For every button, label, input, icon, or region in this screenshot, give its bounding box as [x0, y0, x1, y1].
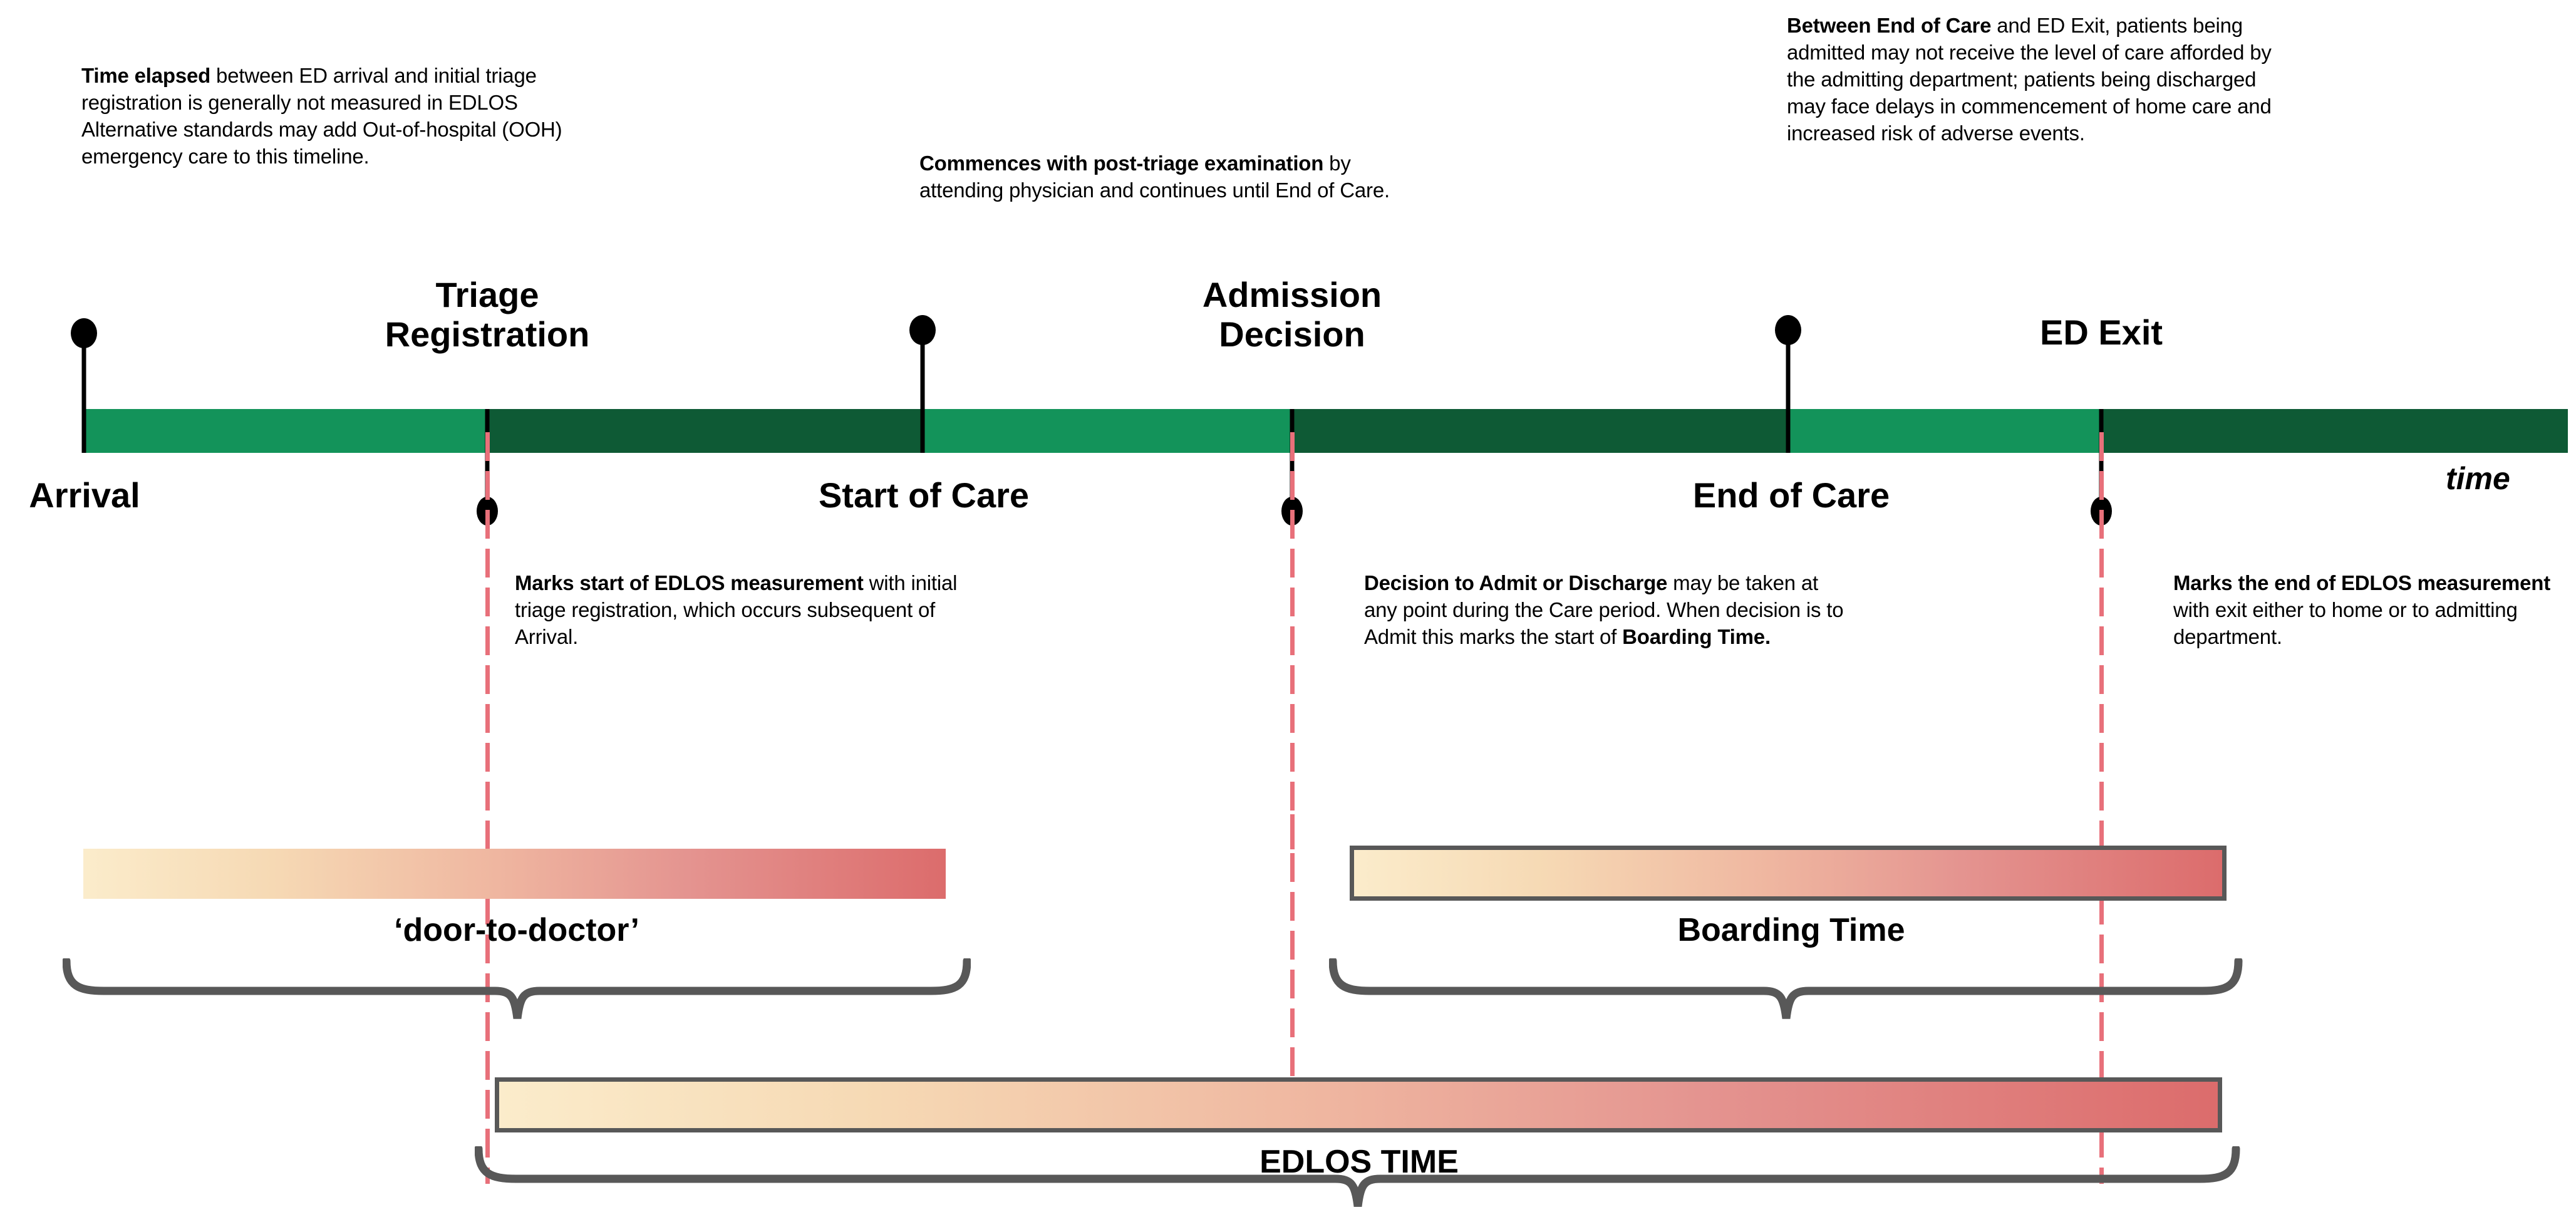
milestone-label-triage-registration: Triage Registration — [385, 275, 590, 354]
duration-bar-edlos-time — [495, 1077, 2222, 1132]
milestone-label-ed-exit: ED Exit — [2039, 313, 2163, 352]
segment-start-of-care-to-admission — [923, 409, 1292, 453]
marker-start-of-care-stem — [920, 343, 925, 453]
annotation-end-of-care-text: and ED Exit, patients being admitted may… — [1787, 14, 2272, 145]
annotation-end-of-care: Between End of Care and ED Exit, patient… — [1787, 13, 2282, 147]
dashed-line-triage-registration-lower — [485, 896, 490, 1184]
marker-end-of-care-stem — [1786, 343, 1791, 453]
time-axis-label: time — [2446, 461, 2510, 496]
segment-triage-to-start-of-care — [487, 409, 923, 453]
annotation-arrival: Time elapsed between ED arrival and init… — [81, 63, 582, 170]
dashed-line-admission-decision — [1290, 432, 1295, 871]
dashed-line-admission-decision-lower — [1290, 814, 1295, 1102]
duration-label-door-to-doctor: ‘door-to-doctor’ — [394, 912, 639, 948]
marker-arrival — [71, 318, 97, 453]
brace-boarding-time — [1329, 958, 2243, 1019]
annotation-arrival-bold: Time elapsed — [81, 64, 211, 87]
duration-label-boarding-time: Boarding Time — [1677, 912, 1905, 948]
annotation-triage-registration-text: with initial triage registration, which … — [515, 571, 958, 648]
dashed-line-ed-exit-lower — [2099, 896, 2104, 1184]
brace-door-to-doctor — [63, 958, 971, 1019]
annotation-ed-exit-text: with exit either to home or to admitting… — [2173, 598, 2518, 648]
annotation-triage-registration-bold: Marks start of EDLOS measurement — [515, 571, 864, 594]
annotation-admission-decision-text: may be taken at any point during the Car… — [1364, 571, 1844, 648]
segment-arrival-to-triage — [83, 409, 487, 453]
dashed-line-ed-exit — [2099, 432, 2104, 896]
milestone-label-end-of-care: End of Care — [1692, 475, 1890, 515]
segment-admission-to-end-of-care — [1292, 409, 1788, 453]
brace-edlos-time — [475, 1146, 2240, 1207]
annotation-admission-decision-bold: Decision to Admit or Discharge — [1364, 571, 1668, 594]
marker-start-of-care-head — [909, 315, 936, 345]
annotation-ed-exit: Marks the end of EDLOS measurement with … — [2173, 570, 2574, 651]
annotation-admission-decision: Decision to Admit or Discharge may be ta… — [1364, 570, 1846, 651]
timeline-bar — [83, 409, 2568, 453]
annotation-triage-registration: Marks start of EDLOS measurement with in… — [515, 570, 991, 651]
marker-start-of-care — [909, 315, 936, 453]
marker-end-of-care-head — [1775, 315, 1801, 345]
annotation-ed-exit-bold: Marks the end of EDLOS measurement — [2173, 571, 2551, 594]
duration-bar-door-to-doctor — [83, 849, 946, 899]
marker-end-of-care — [1775, 315, 1801, 453]
milestone-label-admission-decision: Admission Decision — [1202, 275, 1382, 354]
duration-label-edlos-time: EDLOS TIME — [1260, 1144, 1459, 1180]
marker-arrival-head — [71, 318, 97, 348]
duration-bar-boarding-time — [1350, 846, 2227, 901]
annotation-arrival-text: between ED arrival and initial triage re… — [81, 64, 562, 168]
annotation-admission-decision-bold-tail: Boarding Time. — [1622, 624, 1771, 648]
dashed-line-triage-registration — [485, 432, 490, 896]
marker-arrival-stem — [81, 346, 86, 453]
annotation-start-of-care: Commences with post-triage examination b… — [919, 150, 1402, 204]
segment-after-ed-exit — [2101, 409, 2568, 453]
annotation-start-of-care-bold: Commences with post-triage examination — [919, 152, 1324, 175]
milestone-label-arrival: Arrival — [29, 475, 140, 515]
segment-end-of-care-to-ed-exit — [1788, 409, 2101, 453]
annotation-start-of-care-text: by attending physician and continues unt… — [919, 152, 1390, 202]
milestone-label-start-of-care: Start of Care — [818, 475, 1030, 515]
annotation-end-of-care-bold: Between End of Care — [1787, 14, 1992, 37]
